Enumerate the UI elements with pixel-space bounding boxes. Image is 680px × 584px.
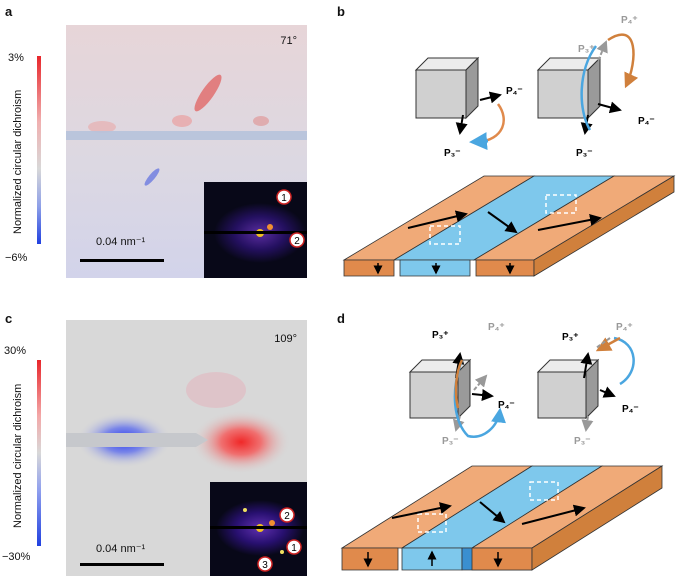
panel-b-right-cube xyxy=(536,56,602,120)
panel-c-angle: 109° xyxy=(274,333,297,345)
panel-a-label: a xyxy=(5,4,13,19)
panel-d-right-p3-plus: P₃⁺ xyxy=(562,332,579,343)
panel-d-right-p3-minus: P₃⁻ xyxy=(574,436,591,447)
panel-a-colorbar-title: Normalized circular dichroism xyxy=(12,89,24,234)
panel-a-image: 71° 0.04 nm⁻¹ 1 2 xyxy=(66,25,307,278)
panel-c-scale-label: 0.04 nm⁻¹ xyxy=(96,543,146,555)
panel-b-right-p4-minus: P₄⁻ xyxy=(638,116,655,127)
panel-a-scale-bar xyxy=(80,259,164,262)
panel-b-domain-slab xyxy=(342,175,676,277)
panel-c-colorbar-title: Normalized circular dichroism xyxy=(12,383,24,528)
panel-c-image: 109° 0.04 nm⁻¹ 2 1 3 xyxy=(66,320,307,576)
panel-c-colorbar xyxy=(37,360,41,546)
panel-c-inset: 2 1 3 xyxy=(210,482,307,576)
panel-b-left-p3-minus: P₃⁻ xyxy=(444,148,461,159)
panel-d-domain-slab xyxy=(340,465,664,571)
panel-d-left-cube xyxy=(408,358,472,420)
panel-a-inset-marker-1: 1 xyxy=(281,193,287,204)
panel-a-inset: 1 2 xyxy=(204,182,307,278)
panel-c-colorbar-max: 30% xyxy=(4,345,27,357)
panel-d-diagram: P₃⁺ P₄⁺ P₄⁻ P₃⁻ P₃⁺ P₄⁺ P₄⁻ P₃⁻ xyxy=(340,322,664,571)
panel-d-right-p4-plus: P₄⁺ xyxy=(616,322,633,333)
panel-b-label: b xyxy=(337,4,345,19)
panel-b-right-p3-minus: P₃⁻ xyxy=(576,148,593,159)
panel-c-inset-marker-1: 1 xyxy=(291,543,297,554)
panel-d-left-p3-minus: P₃⁻ xyxy=(442,436,459,447)
panel-d-left-p4-minus: P₄⁻ xyxy=(498,400,515,411)
panel-d-label: d xyxy=(337,311,345,326)
panel-b-diagram: P₄⁻ P₃⁻ P₄⁺ P₃⁺ P₄⁻ P₃⁻ xyxy=(342,15,676,277)
panel-b-left-p4-minus: P₄⁻ xyxy=(506,86,523,97)
panel-b-right-p4-plus: P₄⁺ xyxy=(621,15,638,26)
panel-a-angle: 71° xyxy=(280,35,297,47)
panel-a-scale-label: 0.04 nm⁻¹ xyxy=(96,236,146,248)
panel-a-inset-marker-2: 2 xyxy=(294,236,300,247)
panel-c-inset-marker-2: 2 xyxy=(284,511,290,522)
panel-d-right-p4-minus: P₄⁻ xyxy=(622,404,639,415)
panel-c-scale-bar xyxy=(80,563,164,566)
panel-b-left-cube xyxy=(414,56,480,120)
panel-c-inset-marker-3: 3 xyxy=(262,560,268,571)
panel-d-right-cube xyxy=(536,358,600,420)
panel-c-colorbar-min: −30% xyxy=(2,551,31,563)
panel-b-right-p3-plus: P₃⁺ xyxy=(578,44,595,55)
panel-c-label: c xyxy=(5,311,13,326)
panel-d-left-p4-plus: P₄⁺ xyxy=(488,322,505,333)
panel-d-left-p3-plus: P₃⁺ xyxy=(432,330,449,341)
panel-a-colorbar-max: 3% xyxy=(8,52,24,64)
panel-a-colorbar xyxy=(37,56,41,244)
panel-a-colorbar-min: −6% xyxy=(5,252,28,264)
